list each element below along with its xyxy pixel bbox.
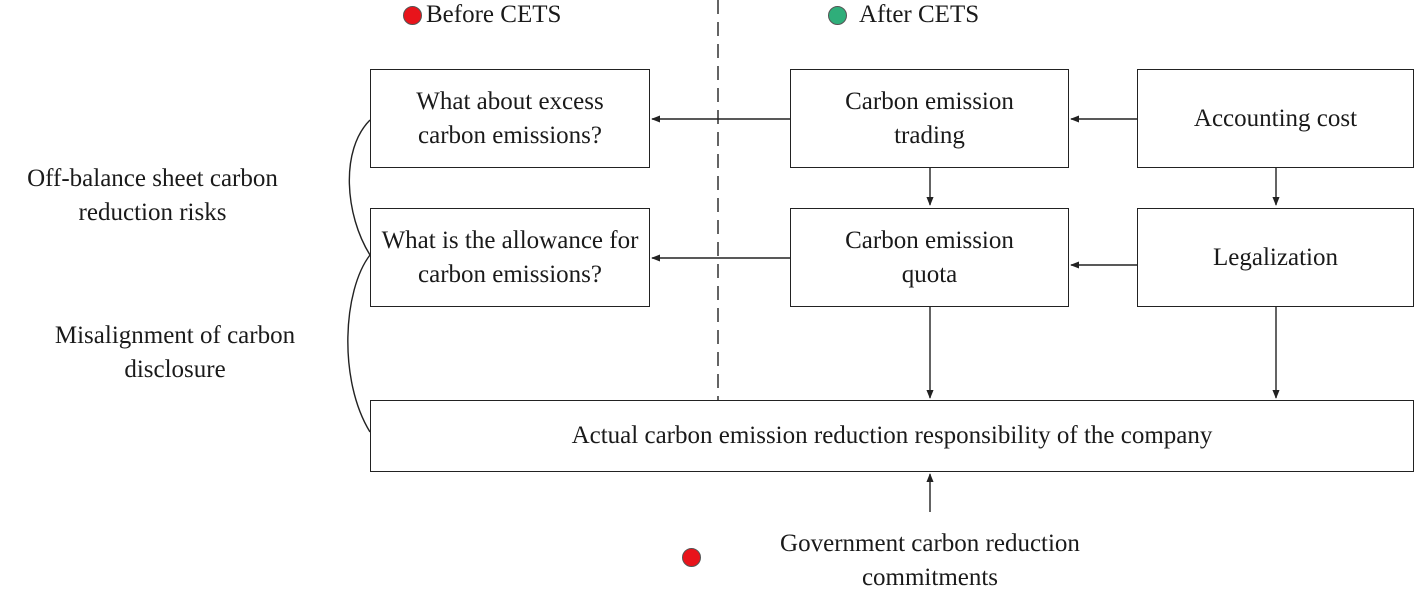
green-dot-icon [828, 5, 847, 25]
box-accounting-cost: Accounting cost [1137, 69, 1414, 168]
box-legalization-text: Legalization [1213, 243, 1338, 271]
legend-before: Before CETS [403, 0, 561, 30]
box-excess-emissions: What about excess carbon emissions? [370, 69, 650, 168]
side-label-misalignment: Misalignment of carbon disclosure [54, 322, 296, 383]
left-brace [347, 119, 371, 433]
legend-after-label: After CETS [859, 1, 980, 28]
legend-before-label: Before CETS [426, 1, 562, 28]
box-allowance: What is the allowance for carbon emissio… [370, 208, 650, 307]
legend-after: After CETS [828, 0, 979, 30]
box-carbon-trading-text: Carbon emission trading [845, 87, 1014, 149]
box-actual-responsibility-text: Actual carbon emission reduction respons… [571, 422, 1213, 449]
box-carbon-quota-text: Carbon emission quota [845, 226, 1014, 288]
side-label-risks: Off-balance sheet carbon reduction risks [27, 165, 278, 226]
box-excess-emissions-text: What about excess carbon emissions? [416, 87, 604, 149]
box-carbon-quota: Carbon emission quota [790, 208, 1069, 307]
box-actual-responsibility: Actual carbon emission reduction respons… [370, 400, 1414, 472]
footer-government-commitments: Government carbon reduction commitments [780, 530, 1080, 591]
box-allowance-text: What is the allowance for carbon emissio… [381, 226, 639, 288]
government-red-dot-icon [682, 548, 701, 567]
box-carbon-trading: Carbon emission trading [790, 69, 1069, 168]
box-legalization: Legalization [1137, 208, 1414, 307]
red-dot-icon [403, 5, 422, 25]
box-accounting-cost-text: Accounting cost [1193, 104, 1358, 132]
